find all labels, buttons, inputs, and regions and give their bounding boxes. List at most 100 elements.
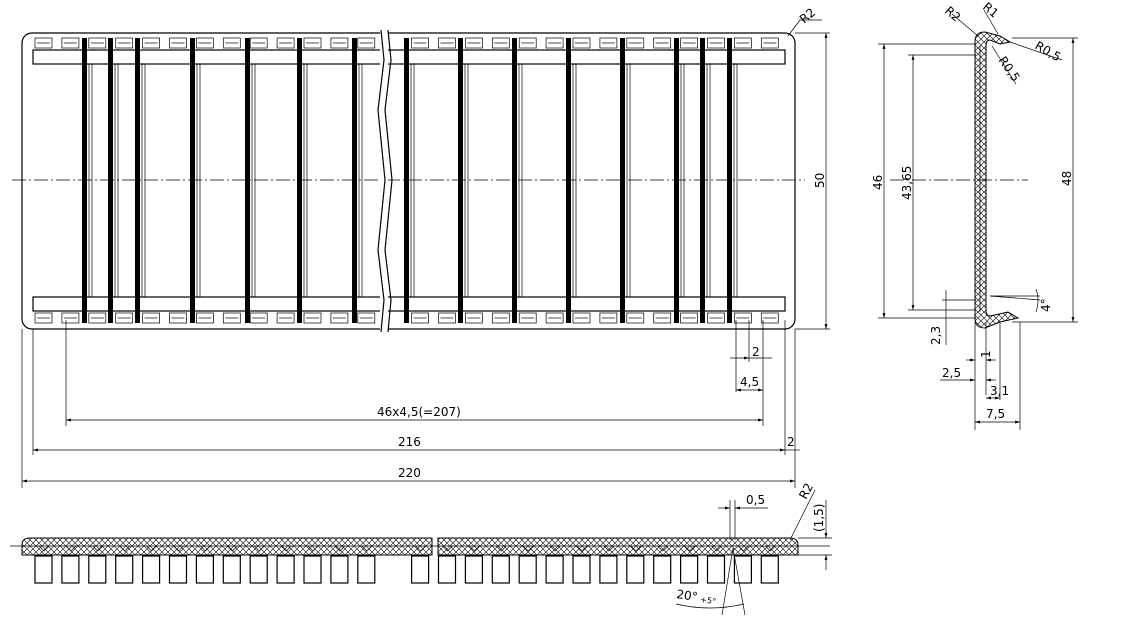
side-tooth-notch <box>146 545 157 552</box>
edge-offset-label: 2 <box>787 435 795 449</box>
dark-bar <box>245 38 250 323</box>
bottom-tooth <box>465 312 483 324</box>
bar-slot <box>196 63 201 298</box>
side-tooth <box>760 555 779 584</box>
side-tooth-notch <box>522 545 534 552</box>
top-tooth <box>411 37 429 49</box>
bar-slot <box>251 63 256 298</box>
side-tooth-notch <box>765 545 776 552</box>
bottom-angle-tolerance-label: +5° <box>700 595 717 606</box>
side-tooth-notch <box>684 545 695 552</box>
top-tooth <box>734 37 752 49</box>
side-dim-1-label: 1 <box>979 350 993 358</box>
side-tooth-notch <box>576 545 588 552</box>
bar-slot <box>626 63 631 298</box>
side-tooth <box>464 555 483 584</box>
dark-bar <box>352 38 357 323</box>
side-tooth <box>491 555 510 584</box>
bottom-gap-label: 0,5 <box>746 493 765 507</box>
bottom-tooth <box>34 312 53 324</box>
side-inner-radius-label: R1 <box>980 0 1001 21</box>
side-tooth-notch <box>415 545 426 552</box>
dark-bar <box>458 38 463 323</box>
bottom-tooth <box>142 312 160 324</box>
bottom-tooth <box>680 312 698 324</box>
pattern-length-label: 46x4,5(=207) <box>377 405 461 419</box>
top-tooth <box>626 37 645 49</box>
side-tooth <box>706 555 726 584</box>
top-tooth <box>545 37 564 49</box>
side-tooth <box>411 555 430 584</box>
top-tooth <box>653 37 672 49</box>
break-line-right <box>384 29 393 333</box>
bottom-tooth <box>707 312 725 324</box>
side-tooth <box>626 555 645 584</box>
top-tooth <box>599 37 618 49</box>
side-lip-radius-inner-label: R0,5 <box>996 54 1023 84</box>
bottom-tooth <box>115 312 134 324</box>
side-dim-75-label: 7,5 <box>986 407 1005 421</box>
pitch-label: 4,5 <box>740 375 759 389</box>
side-tooth-notch <box>334 545 346 552</box>
side-tooth <box>195 555 214 584</box>
side-height-46-label: 46 <box>871 175 885 190</box>
side-tooth <box>222 555 241 584</box>
side-tooth-notch <box>361 545 373 552</box>
side-tooth-notch <box>227 545 238 552</box>
side-tooth-notch <box>469 545 480 552</box>
bottom-tooth <box>276 312 295 324</box>
top-tooth <box>249 37 268 49</box>
dark-bar <box>620 38 625 323</box>
dark-bar <box>727 38 732 323</box>
side-tooth-notch <box>65 545 77 552</box>
side-dim-25-label: 2,5 <box>942 366 961 380</box>
bottom-tooth <box>599 312 618 324</box>
side-view: 46 43,65 48 R2 R1 R0,5 R0,5 4° 2,3 1 <box>871 0 1078 430</box>
bottom-tooth <box>222 312 241 324</box>
side-tooth <box>357 555 376 584</box>
dark-bar <box>135 38 140 323</box>
side-tooth <box>115 555 134 584</box>
top-tooth <box>34 37 53 49</box>
front-corner-radius-label: R2 <box>797 5 818 26</box>
side-outer-radius-label: R2 <box>942 4 963 25</box>
side-tooth <box>88 555 107 584</box>
side-height-48-label: 48 <box>1060 171 1074 186</box>
top-tooth <box>115 37 134 49</box>
top-tooth <box>760 37 779 49</box>
side-tooth <box>61 555 80 584</box>
side-tooth-notch <box>738 545 749 552</box>
bottom-angle-label: 20° <box>676 587 699 604</box>
side-tooth-notch <box>549 545 561 552</box>
bar-slot <box>141 63 146 298</box>
bar-slot <box>572 63 577 298</box>
bottom-tooth <box>491 312 510 324</box>
bottom-tooth <box>357 312 376 324</box>
top-tooth <box>142 37 160 49</box>
side-tooth <box>142 555 161 584</box>
side-profile <box>974 31 1020 329</box>
bottom-tooth <box>169 312 187 324</box>
bottom-tooth <box>196 312 214 324</box>
top-tooth <box>88 37 107 49</box>
side-tooth-notch <box>92 545 104 552</box>
side-tooth <box>653 555 672 584</box>
bottom-tooth <box>330 312 349 324</box>
bottom-tooth <box>572 312 591 324</box>
bottom-tooth <box>438 312 456 324</box>
side-tooth-notch <box>307 545 319 552</box>
side-tooth-notch <box>711 545 722 552</box>
side-tooth-notch <box>119 545 130 552</box>
side-tooth <box>518 555 537 584</box>
top-tooth <box>330 37 349 49</box>
bar-slot <box>518 63 523 298</box>
side-tooth <box>276 555 295 584</box>
dark-bar <box>190 38 195 323</box>
bottom-tooth <box>303 312 322 324</box>
bar-slot <box>114 63 119 298</box>
bottom-tooth <box>760 312 779 324</box>
bar-slot <box>706 63 711 298</box>
bottom-tooth <box>626 312 645 324</box>
front-view: R2 50 2 4,5 46x4,5(=207) 216 2 220 <box>12 5 830 488</box>
side-tooth-notch <box>173 545 184 552</box>
